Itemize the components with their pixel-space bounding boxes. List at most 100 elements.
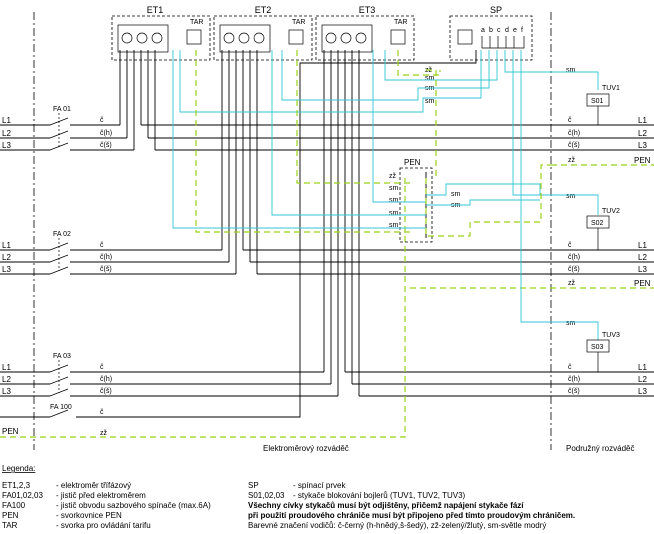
tuv2-label: TUV2 bbox=[602, 208, 620, 215]
tuv1-contactor: TUV1 S01 bbox=[586, 85, 620, 125]
legend-term: TAR bbox=[2, 521, 18, 530]
right-l2-g2: L2 bbox=[638, 253, 647, 262]
tuv3-label: TUV3 bbox=[602, 332, 620, 339]
code-cs: č(š) bbox=[100, 388, 112, 395]
pen-wiring bbox=[195, 50, 551, 237]
legend-title: Legenda: bbox=[2, 464, 35, 473]
right-pen-g1: PEN bbox=[634, 156, 651, 165]
bus-group-1 bbox=[0, 124, 654, 166]
legend-desc: - spínací prvek bbox=[293, 481, 346, 490]
code-ch: č(h) bbox=[568, 254, 580, 261]
code-ch: č(h) bbox=[100, 254, 112, 261]
code-sm: sm bbox=[451, 191, 461, 198]
tuv3-contactor: TUV3 S03 bbox=[586, 332, 620, 372]
s03-label: S03 bbox=[591, 344, 604, 351]
legend-desc: - svorkovnice PEN bbox=[56, 511, 122, 520]
right-l3-g1: L3 bbox=[638, 141, 647, 150]
sm-control-wiring bbox=[172, 50, 599, 340]
right-l2-g3: L2 bbox=[638, 375, 647, 384]
s02-label: S02 bbox=[591, 220, 604, 227]
right-bus-labels: L1 L2 L3 PEN L1 L2 L3 PEN L1 L2 L3 bbox=[634, 116, 651, 396]
code-cs: č(š) bbox=[568, 388, 580, 395]
breaker-fa100-label: FA 100 bbox=[50, 404, 72, 411]
right-l1-g1: L1 bbox=[638, 116, 647, 125]
code-ch: č(h) bbox=[100, 130, 112, 137]
code-sm: sm bbox=[389, 210, 399, 217]
bus-group-3 bbox=[0, 178, 654, 438]
legend-term: FA01,02,03 bbox=[2, 491, 43, 500]
legend-note-1: Všechny cívky stykačů musí být odjištěny… bbox=[248, 501, 524, 510]
meter-et2: ET2 TAR bbox=[213, 5, 313, 61]
breaker-fa01: FA 01 bbox=[49, 106, 71, 151]
meter-et2-tar: TAR bbox=[292, 19, 305, 26]
code-ch: č(h) bbox=[568, 130, 580, 137]
zone-label-sub-board: Podružný rozváděč bbox=[566, 444, 634, 453]
meter-wiring bbox=[76, 50, 477, 418]
breaker-fa03-label: FA 03 bbox=[53, 353, 71, 360]
meter-et1-label: ET1 bbox=[147, 5, 164, 15]
right-l2-g1: L2 bbox=[638, 129, 647, 138]
left-l2-g3: L2 bbox=[2, 375, 11, 384]
sp-terminal-a: a bbox=[481, 27, 485, 34]
code-ch: č(h) bbox=[100, 376, 112, 383]
right-l3-g3: L3 bbox=[638, 387, 647, 396]
left-l2-g2: L2 bbox=[2, 253, 11, 262]
tuv2-contactor: TUV2 S02 bbox=[586, 208, 620, 250]
legend-term: PEN bbox=[2, 511, 19, 520]
code-c: č bbox=[100, 242, 104, 249]
sp-terminal-c: c bbox=[497, 27, 501, 34]
code-sm: sm bbox=[566, 320, 576, 327]
legend-term: FA100 bbox=[2, 501, 26, 510]
legend-desc: - jistič před elektroměrem bbox=[56, 491, 146, 500]
code-cs: č(š) bbox=[100, 266, 112, 273]
sp-terminal-b: b bbox=[489, 27, 493, 34]
sp-terminal-e: e bbox=[513, 27, 517, 34]
switching-element-sp: SP a b c d e f bbox=[449, 5, 533, 61]
code-sm: sm bbox=[451, 202, 461, 209]
meter-et3-tar: TAR bbox=[394, 19, 407, 26]
meter-et2-label: ET2 bbox=[255, 5, 272, 15]
legend-term: S01,02,03 bbox=[248, 491, 285, 500]
legend-desc: - svorka pro ovládání tarifu bbox=[56, 521, 151, 530]
left-pen: PEN bbox=[2, 427, 19, 436]
left-l2-g1: L2 bbox=[2, 129, 11, 138]
code-cs: č(š) bbox=[568, 142, 580, 149]
code-zz: zž bbox=[568, 280, 576, 287]
breaker-fa100: FA 100 bbox=[49, 404, 72, 418]
code-c: č bbox=[100, 117, 104, 124]
left-l1-g3: L1 bbox=[2, 363, 11, 372]
pen-box-label: PEN bbox=[404, 158, 421, 167]
code-c: č bbox=[568, 364, 572, 371]
legend-term: SP bbox=[248, 481, 259, 490]
code-zz: zž bbox=[568, 157, 576, 164]
meter-et1-tar: TAR bbox=[190, 19, 203, 26]
code-sm: sm bbox=[389, 185, 399, 192]
left-l1-g2: L1 bbox=[2, 241, 11, 250]
code-zz: zž bbox=[100, 430, 108, 437]
meter-et3: ET3 TAR bbox=[315, 5, 415, 61]
right-l1-g2: L1 bbox=[638, 241, 647, 250]
code-cs: č(š) bbox=[568, 266, 580, 273]
meter-et3-label: ET3 bbox=[359, 5, 376, 15]
code-c: č bbox=[100, 409, 104, 416]
breaker-fa02-label: FA 02 bbox=[53, 231, 71, 238]
legend-desc: - elektroměr třífázový bbox=[56, 481, 131, 490]
code-sm: sm bbox=[566, 193, 576, 200]
s01-label: S01 bbox=[591, 98, 604, 105]
left-l3-g1: L3 bbox=[2, 141, 11, 150]
bus-group-2 bbox=[0, 249, 654, 289]
sp-terminal-f: f bbox=[521, 27, 523, 34]
zone-label-meter-board: Elektroměrový rozváděč bbox=[263, 444, 349, 453]
legend-desc: - jistič obvodu sazbového spínače (max.6… bbox=[56, 501, 211, 510]
legend-term: ET1,2,3 bbox=[2, 481, 31, 490]
code-c: č bbox=[568, 117, 572, 124]
legend: Legenda: ET1,2,3 - elektroměr třífázový … bbox=[2, 464, 575, 530]
legend-note-2: při použití proudového chrániče musí být… bbox=[248, 511, 575, 520]
code-c: č bbox=[568, 242, 572, 249]
code-zz: zž bbox=[389, 173, 397, 180]
left-bus-labels: L1 L2 L3 L1 L2 L3 L1 L2 L3 PEN bbox=[2, 116, 19, 436]
code-sm: sm bbox=[425, 75, 435, 82]
code-cs: č(š) bbox=[100, 142, 112, 149]
legend-desc: - stykače blokování bojlerů (TUV1, TUV2,… bbox=[293, 491, 466, 500]
tuv1-label: TUV1 bbox=[602, 85, 620, 92]
